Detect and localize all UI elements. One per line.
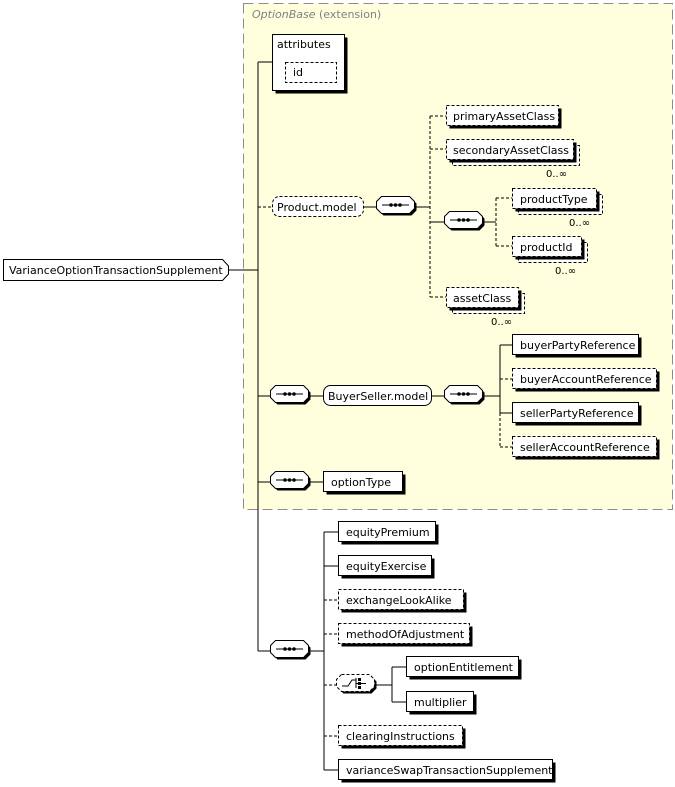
buyer-seller-inner-sequence[interactable] (444, 385, 485, 405)
equity-exercise-label: equityExercise (346, 560, 427, 573)
secondary-asset-class-element[interactable]: secondaryAssetClass 0..∞ (446, 139, 580, 181)
product-id-label: productId (520, 241, 573, 254)
buyer-account-reference-element[interactable]: buyerAccountReference (512, 368, 660, 392)
buyer-seller-sequence-compositor[interactable] (270, 385, 311, 405)
attribute-id[interactable] (285, 62, 337, 83)
buyer-seller-model-group[interactable]: BuyerSeller.model (323, 385, 432, 406)
exchange-look-alike-label: exchangeLookAlike (346, 594, 452, 607)
equity-exercise-element[interactable]: equityExercise (338, 555, 435, 579)
root-element[interactable]: VarianceOptionTransactionSupplement (3, 259, 229, 281)
product-id-occurrence: 0..∞ (555, 266, 576, 277)
svg-text:OptionBase (extension): OptionBase (extension) (252, 8, 381, 21)
method-of-adjustment-element[interactable]: methodOfAdjustment (338, 623, 473, 647)
primary-asset-class-label: primaryAssetClass (453, 110, 555, 123)
buyer-account-reference-label: buyerAccountReference (520, 373, 652, 386)
secondary-asset-class-occurrence: 0..∞ (546, 169, 567, 180)
entitlement-choice-compositor[interactable] (336, 674, 377, 694)
root-label: VarianceOptionTransactionSupplement (9, 264, 223, 277)
secondary-asset-class-label: secondaryAssetClass (453, 144, 569, 157)
equity-premium-label: equityPremium (346, 526, 430, 539)
buyer-seller-model-label: BuyerSeller.model (328, 390, 428, 403)
variance-swap-transaction-supplement-element[interactable]: varianceSwapTransactionSupplement (338, 759, 556, 783)
clearing-instructions-label: clearingInstructions (346, 730, 455, 743)
buyer-party-reference-element[interactable]: buyerPartyReference (512, 334, 642, 358)
equity-sequence-compositor[interactable] (270, 640, 311, 660)
extension-base: OptionBase (252, 8, 316, 21)
product-type-element[interactable]: productType 0..∞ (512, 188, 603, 230)
attribute-id-label: id (293, 66, 303, 79)
asset-class-element[interactable]: assetClass 0..∞ (446, 287, 525, 329)
exchange-look-alike-element[interactable]: exchangeLookAlike (338, 589, 467, 613)
multiplier-label: multiplier (414, 696, 467, 709)
optional-connectors (258, 115, 512, 737)
product-type-label: productType (520, 193, 588, 206)
option-entitlement-element[interactable]: optionEntitlement (406, 656, 522, 680)
option-type-element[interactable]: optionType (323, 471, 406, 495)
connectors (228, 61, 512, 771)
seller-account-reference-element[interactable]: sellerAccountReference (512, 436, 660, 460)
attributes-title: attributes (277, 38, 331, 51)
product-id-element[interactable]: productId 0..∞ (512, 236, 588, 278)
asset-class-label: assetClass (453, 292, 511, 305)
attributes-box[interactable]: attributes id (272, 34, 348, 94)
seller-party-reference-label: sellerPartyReference (520, 407, 634, 420)
seller-party-reference-element[interactable]: sellerPartyReference (512, 402, 642, 426)
option-type-sequence-compositor[interactable] (270, 471, 311, 491)
equity-premium-element[interactable]: equityPremium (338, 521, 439, 545)
product-sequence-compositor[interactable] (376, 196, 417, 216)
buyer-party-reference-label: buyerPartyReference (520, 339, 636, 352)
seller-account-reference-label: sellerAccountReference (520, 441, 650, 454)
variance-swap-transaction-supplement-label: varianceSwapTransactionSupplement (346, 764, 553, 777)
primary-asset-class-element[interactable]: primaryAssetClass (446, 105, 562, 129)
product-model-group[interactable]: Product.model (272, 196, 364, 217)
extension-label: (extension) (319, 8, 381, 21)
clearing-instructions-element[interactable]: clearingInstructions (338, 725, 466, 749)
option-type-label: optionType (331, 476, 391, 489)
product-model-label: Product.model (277, 201, 357, 214)
product-choice-compositor[interactable] (444, 211, 485, 231)
multiplier-element[interactable]: multiplier (406, 691, 477, 715)
asset-class-occurrence: 0..∞ (491, 317, 512, 328)
method-of-adjustment-label: methodOfAdjustment (346, 628, 465, 641)
product-type-occurrence: 0..∞ (569, 218, 590, 229)
option-entitlement-label: optionEntitlement (414, 661, 514, 674)
